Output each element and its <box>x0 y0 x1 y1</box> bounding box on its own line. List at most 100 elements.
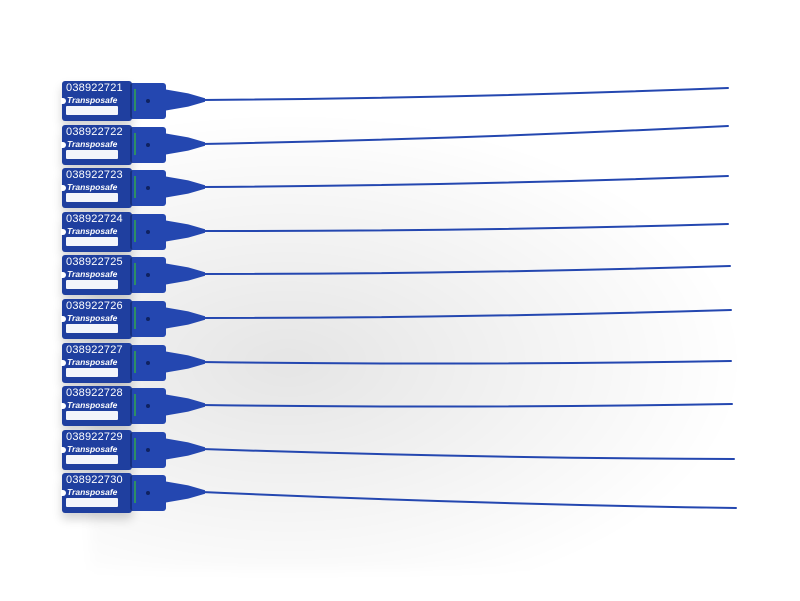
seal-notch <box>61 142 66 148</box>
lock-stripe <box>134 263 136 285</box>
seal-brand: Transposafe <box>67 313 118 323</box>
seal-write-box <box>66 368 118 377</box>
seal-write-box <box>66 280 118 289</box>
seal-strap <box>201 448 735 460</box>
seal-notch <box>61 490 66 496</box>
seal-neck <box>163 176 205 198</box>
seal-write-box <box>66 498 118 507</box>
seal-neck <box>163 394 205 416</box>
seal-write-box <box>66 411 118 420</box>
seal-write-box <box>66 324 118 333</box>
seal-strap <box>201 491 737 509</box>
seal-lock-body <box>130 257 166 293</box>
seal-serial-number: 038922724 <box>66 213 123 225</box>
seal-brand: Transposafe <box>67 400 118 410</box>
lock-hole <box>146 99 150 103</box>
lock-hole <box>146 143 150 147</box>
lock-stripe <box>134 481 136 503</box>
seal-neck <box>163 307 205 329</box>
seal-serial-number: 038922728 <box>66 387 123 399</box>
lock-stripe <box>134 89 136 111</box>
seal-serial-number: 038922730 <box>66 474 123 486</box>
seal-strap <box>201 175 729 188</box>
seal-brand: Transposafe <box>67 487 118 497</box>
lock-hole <box>146 186 150 190</box>
lock-stripe <box>134 438 136 460</box>
seal-serial-number: 038922722 <box>66 126 123 138</box>
seal-strap <box>201 309 732 319</box>
seal-notch <box>61 98 66 104</box>
seal-serial-number: 038922721 <box>66 82 123 94</box>
seal-lock-body <box>130 432 166 468</box>
seal-neck <box>163 481 205 503</box>
seal-serial-number: 038922725 <box>66 256 123 268</box>
seal-notch <box>61 316 66 322</box>
seal-strap <box>201 360 732 365</box>
seal-strap <box>201 223 729 233</box>
seal-write-box <box>66 106 118 115</box>
seal-strap <box>201 87 729 101</box>
seal-brand: Transposafe <box>67 95 118 105</box>
seal-lock-body <box>130 475 166 511</box>
seal-lock-body <box>130 345 166 381</box>
lock-stripe <box>134 307 136 329</box>
lock-hole <box>146 361 150 365</box>
seal-brand: Transposafe <box>67 182 118 192</box>
seal-serial-number: 038922723 <box>66 169 123 181</box>
seal-write-box <box>66 193 118 202</box>
lock-stripe <box>134 351 136 373</box>
lock-stripe <box>134 176 136 198</box>
seal-brand: Transposafe <box>67 444 118 454</box>
seal-brand: Transposafe <box>67 269 118 279</box>
seal-neck <box>163 220 205 242</box>
seal-strap <box>201 125 729 145</box>
seal-neck <box>163 438 205 460</box>
seal-neck <box>163 351 205 373</box>
seal-lock-body <box>130 83 166 119</box>
seal-notch <box>61 185 66 191</box>
seal-lock-body <box>130 388 166 424</box>
seal-notch <box>61 272 66 278</box>
seal-lock-body <box>130 170 166 206</box>
seal-write-box <box>66 455 118 464</box>
lock-hole <box>146 404 150 408</box>
seal-brand: Transposafe <box>67 357 118 367</box>
seal-write-box <box>66 150 118 159</box>
seal-neck <box>163 89 205 111</box>
seal-brand: Transposafe <box>67 139 118 149</box>
lock-hole <box>146 317 150 321</box>
lock-hole <box>146 491 150 495</box>
seal-serial-number: 038922727 <box>66 344 123 356</box>
seal-serial-number: 038922726 <box>66 300 123 312</box>
seal-strap <box>201 265 731 275</box>
lock-stripe <box>134 220 136 242</box>
seal-notch <box>61 403 66 409</box>
seal-serial-number: 038922729 <box>66 431 123 443</box>
seal-neck <box>163 263 205 285</box>
lock-hole <box>146 448 150 452</box>
lock-hole <box>146 273 150 277</box>
seal-strap <box>201 403 733 408</box>
seal-write-box <box>66 237 118 246</box>
lock-hole <box>146 230 150 234</box>
lock-stripe <box>134 133 136 155</box>
